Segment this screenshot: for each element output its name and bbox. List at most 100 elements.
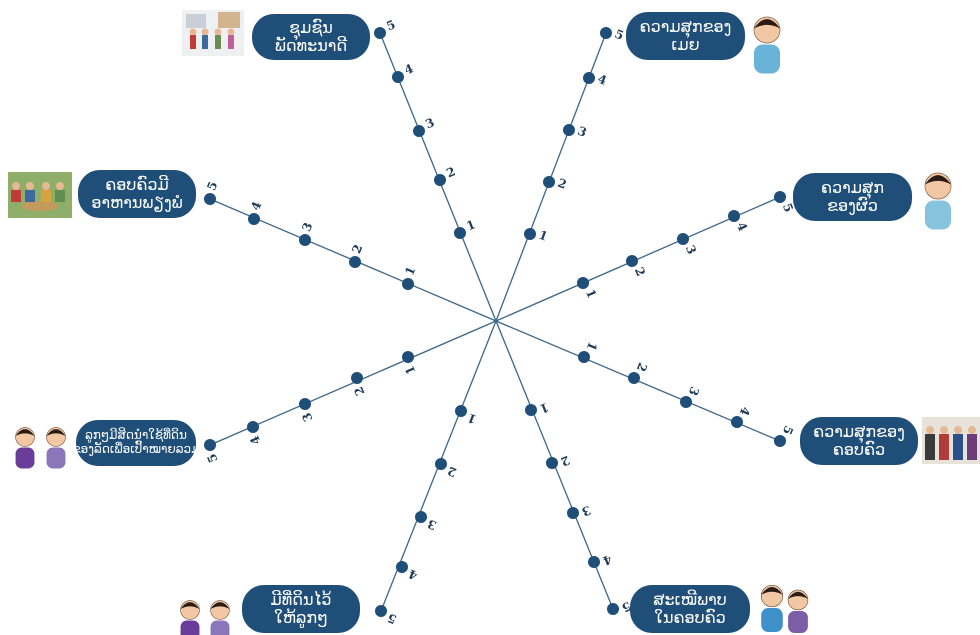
scale-number-family-health-4: 4	[601, 552, 614, 568]
label-children-education: ມີທີ່ດິນໄວ້ ໃຫ້ລູກໆ	[242, 585, 360, 633]
scale-number-community-development-2: 2	[444, 164, 457, 180]
scale-dot-family-happiness-2	[628, 372, 640, 384]
scale-dot-community-development-5	[374, 27, 386, 39]
scale-number-children-land-rights-1: 1	[402, 363, 418, 376]
scale-dot-children-land-rights-2	[351, 372, 363, 384]
scale-dot-children-education-4	[396, 561, 408, 573]
label-husband-happiness: ຄວາມສຸກ ຂອງຜົວ	[793, 173, 912, 221]
scale-number-family-food-3: 3	[299, 220, 315, 233]
scale-number-husband-happiness-2: 2	[632, 265, 648, 278]
label-family-health: ສະເໝີພາບ ໃນຄອບຄົວ	[630, 585, 750, 633]
label-line: ຄວາມສຸກຂອງ	[639, 16, 732, 36]
scale-dot-wife-happiness-5	[600, 27, 612, 39]
label-line: ອາຫານພຽງພໍ	[91, 193, 183, 212]
scale-number-family-food-4: 4	[248, 199, 264, 212]
scale-dot-family-health-3	[567, 507, 579, 519]
scale-dot-husband-happiness-5	[774, 191, 786, 203]
children-pair-icon-2	[15, 427, 66, 469]
scale-dot-children-land-rights-1	[402, 351, 414, 363]
scale-number-community-development-3: 3	[423, 115, 436, 131]
scale-dot-family-food-5	[204, 193, 216, 205]
family-meal-icon	[8, 172, 72, 218]
scale-dot-community-development-3	[413, 125, 425, 137]
label-wife-happiness: ຄວາມສຸກຂອງ ເມຍ	[626, 12, 745, 60]
scale-number-wife-happiness-1: 1	[537, 228, 550, 244]
scale-number-family-food-2: 2	[349, 242, 365, 255]
label-line: ຄອບຄົວມີ	[105, 174, 169, 194]
label-line: ຂອງລັດເພື່ອເປົ້າໝາຍລວມ	[72, 442, 200, 456]
scale-dot-children-education-1	[455, 405, 467, 417]
scale-number-children-land-rights-3: 3	[299, 410, 315, 423]
label-line: ຄວາມສຸກ	[821, 177, 884, 197]
label-line: ໃນຄອບຄົວ	[654, 608, 726, 627]
scale-number-children-education-3: 3	[426, 517, 439, 533]
label-line: ຂອງຜົວ	[827, 196, 878, 215]
scale-dot-wife-happiness-4	[583, 72, 595, 84]
label-family-food: ຄອບຄົວມີ ອາຫານພຽງພໍ	[78, 170, 196, 218]
scale-number-wife-happiness-3: 3	[576, 124, 589, 140]
scale-number-family-happiness-1: 1	[584, 340, 600, 353]
scale-number-family-happiness-2: 2	[634, 361, 650, 374]
scale-number-family-food-1: 1	[402, 264, 418, 277]
scale-dot-family-health-1	[525, 404, 537, 416]
label-line: ຊຸມຊົນ	[289, 17, 333, 37]
scale-dot-family-happiness-1	[578, 351, 590, 363]
scale-dot-community-development-1	[454, 227, 466, 239]
scale-number-community-development-1: 1	[464, 217, 477, 233]
scale-number-children-education-5: 5	[386, 611, 399, 627]
scale-dot-family-food-3	[299, 234, 311, 246]
label-community-development: ຊຸມຊົນ ພັດທະນາດີ	[252, 14, 370, 60]
label-family-happiness: ຄວາມສຸກຂອງ ຄອບຄົວ	[800, 417, 918, 465]
scale-number-wife-happiness-4: 4	[596, 72, 609, 88]
scale-number-husband-happiness-3: 3	[683, 243, 699, 256]
scale-dot-community-development-4	[392, 71, 404, 83]
scale-dot-children-land-rights-3	[299, 398, 311, 410]
scale-dot-wife-happiness-3	[563, 124, 575, 136]
scale-dot-wife-happiness-2	[543, 176, 555, 188]
scale-number-family-health-3: 3	[580, 503, 593, 519]
scale-number-family-food-5: 5	[204, 179, 220, 192]
scale-number-children-education-4: 4	[407, 567, 420, 583]
scale-dot-family-health-5	[607, 603, 619, 615]
scale-dot-children-land-rights-4	[247, 421, 259, 433]
dots-layer	[204, 27, 786, 617]
scale-dot-husband-happiness-2	[626, 255, 638, 267]
scale-number-husband-happiness-4: 4	[734, 220, 750, 233]
scale-number-children-land-rights-4: 4	[247, 433, 263, 446]
scale-dot-husband-happiness-3	[677, 233, 689, 245]
scale-number-children-education-2: 2	[446, 464, 459, 480]
scale-number-children-land-rights-5: 5	[204, 451, 220, 464]
scale-dot-children-land-rights-5	[204, 439, 216, 451]
scale-dot-children-education-2	[435, 458, 447, 470]
scale-number-children-land-rights-2: 2	[351, 384, 367, 397]
label-line: ພັດທະນາດີ	[274, 36, 348, 55]
woman-portrait-icon	[753, 16, 781, 74]
scale-number-family-health-1: 1	[538, 400, 551, 416]
scale-dot-family-health-2	[546, 457, 558, 469]
scale-dot-family-food-4	[248, 213, 260, 225]
scale-dot-husband-happiness-1	[577, 277, 589, 289]
label-line: ສະເໝີພາບ	[653, 589, 727, 609]
label-line: ໃຫ້ລູກໆ	[274, 608, 328, 627]
scale-number-family-health-2: 2	[559, 453, 572, 469]
scale-number-family-happiness-5: 5	[780, 424, 796, 437]
label-line: ຄວາມສຸກຂອງ	[813, 421, 905, 441]
scale-dot-children-education-3	[415, 511, 427, 523]
children-pair-icon	[180, 600, 230, 635]
scale-dot-family-health-4	[588, 556, 600, 568]
scale-number-wife-happiness-2: 2	[556, 176, 569, 192]
scale-number-community-development-4: 4	[402, 61, 415, 77]
label-line: ລູກໆມີສິດນຳໃຊ້ທີ່ດິນ	[85, 428, 187, 443]
scale-dot-family-happiness-5	[774, 435, 786, 447]
scale-number-children-education-1: 1	[466, 411, 479, 427]
spokes-layer	[209, 32, 781, 612]
pictures-layer	[8, 10, 980, 635]
label-line: ເມຍ	[671, 35, 700, 54]
couple-icon	[760, 584, 809, 633]
scale-dot-family-food-1	[402, 278, 414, 290]
family-group-icon	[922, 417, 980, 464]
scale-dot-community-development-2	[434, 174, 446, 186]
label-children-land-rights: ລູກໆມີສິດນຳໃຊ້ທີ່ດິນ ຂອງລັດເພື່ອເປົ້າໝາຍ…	[72, 420, 200, 466]
